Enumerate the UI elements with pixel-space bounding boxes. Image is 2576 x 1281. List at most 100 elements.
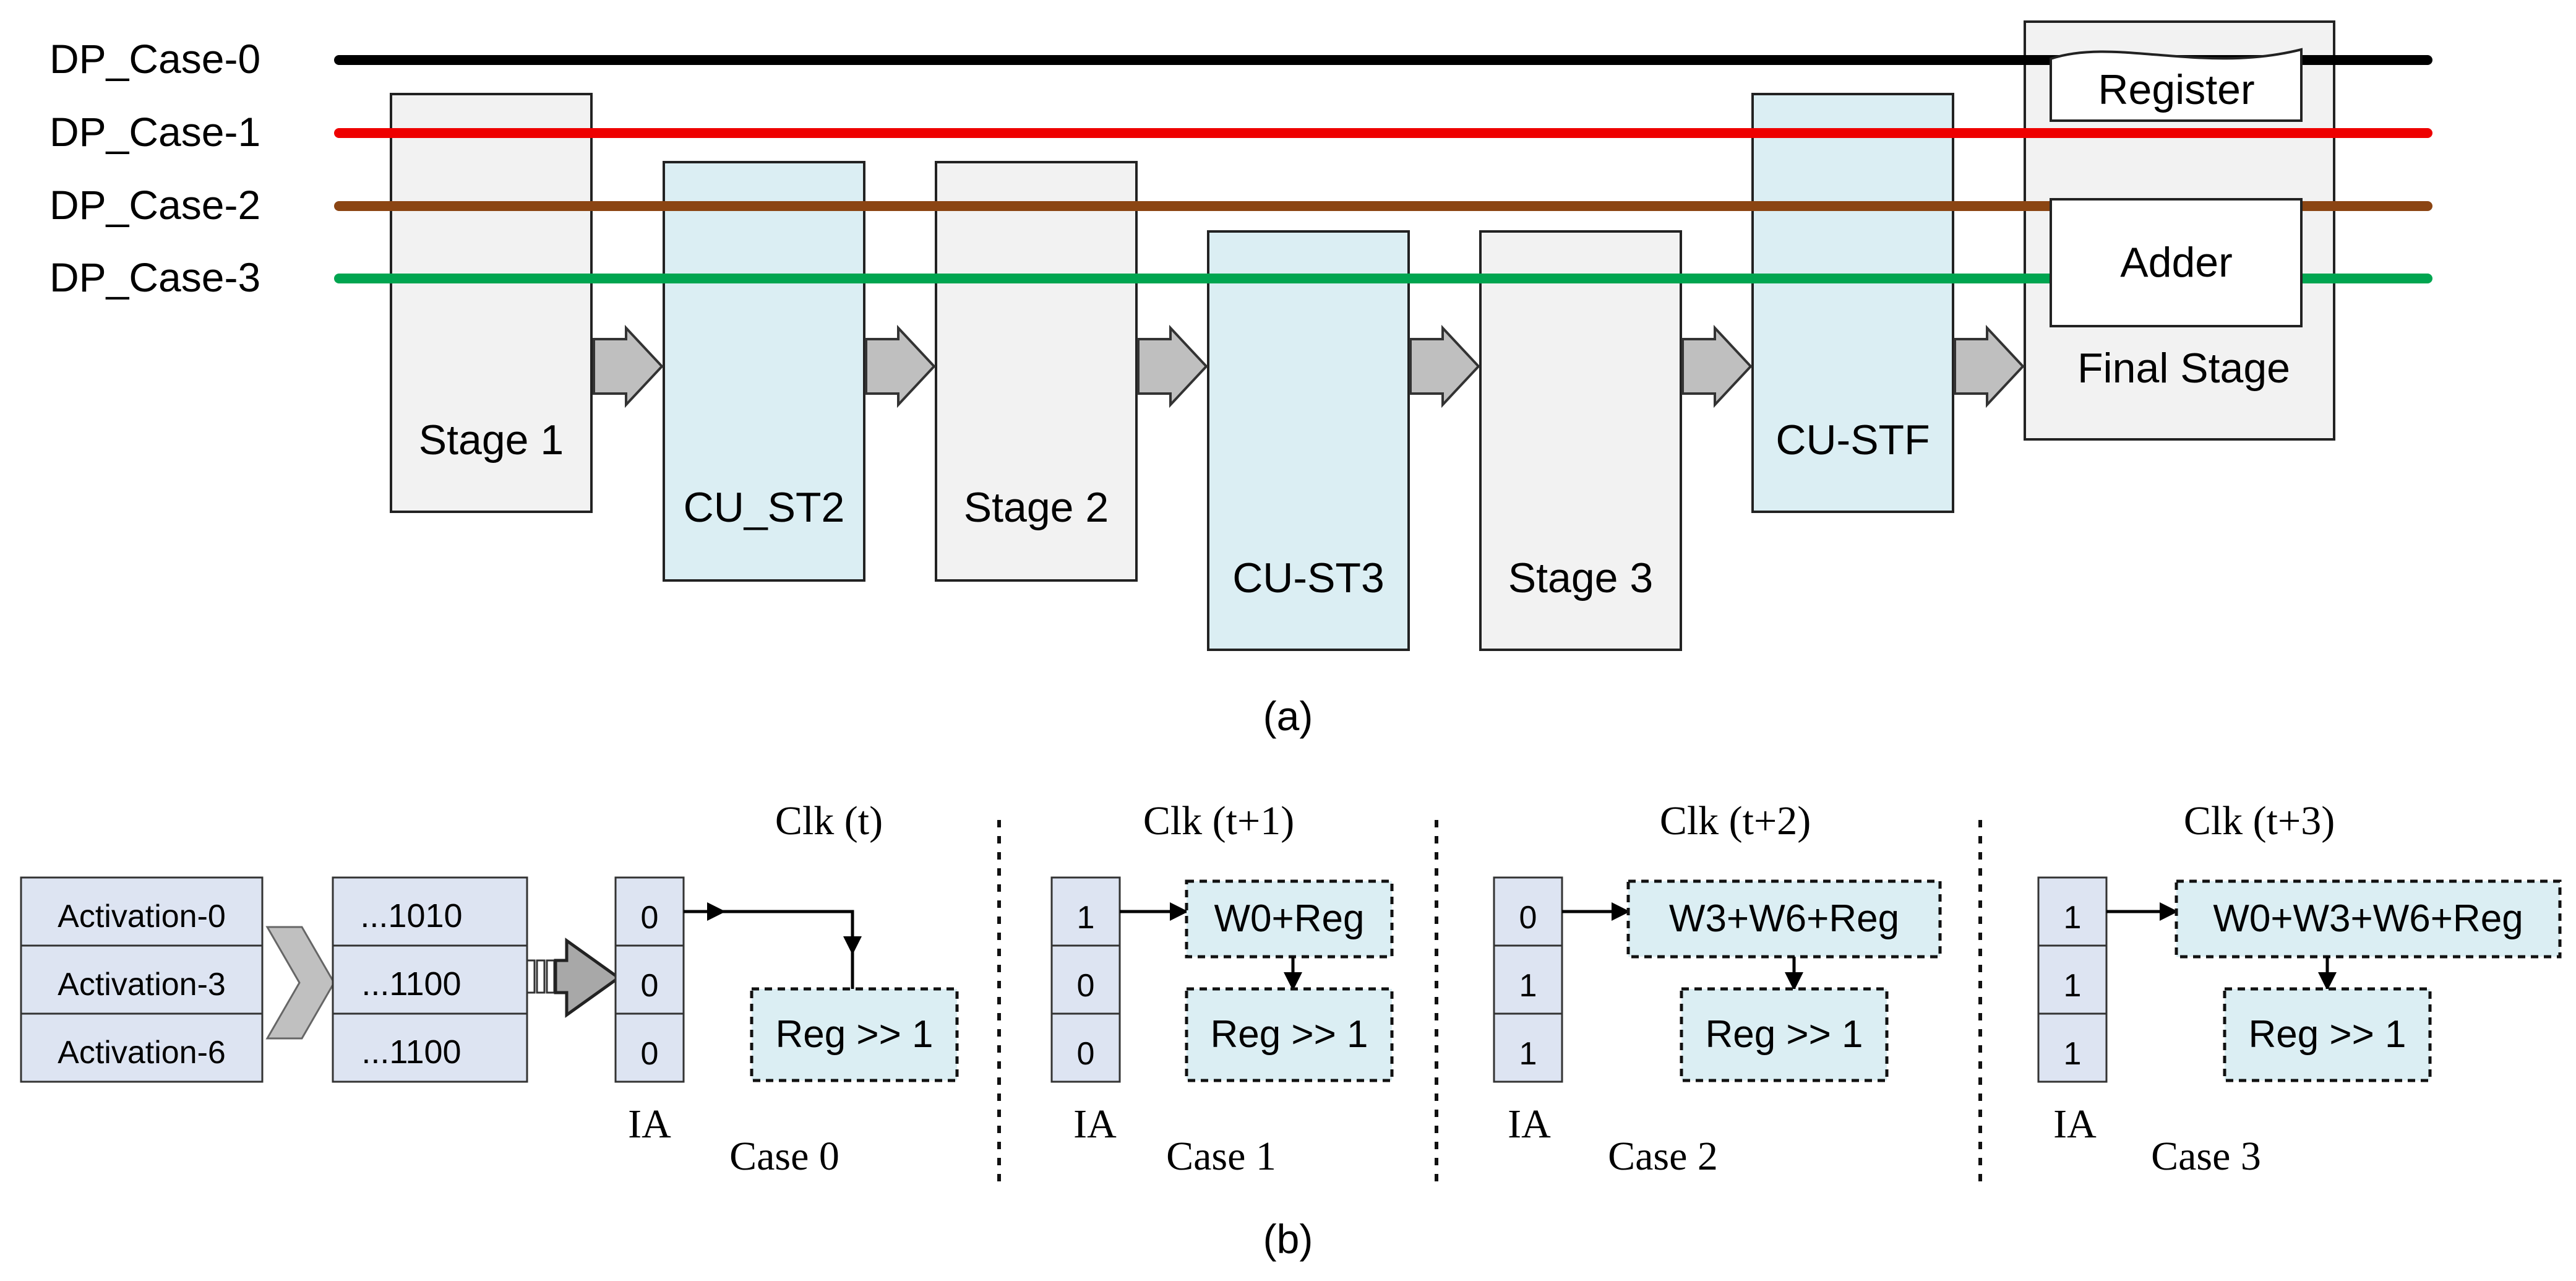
ia-label: IA	[1073, 1102, 1117, 1147]
dp-label-case-2: DP_Case-2	[49, 182, 260, 228]
caption-a: (a)	[1263, 693, 1313, 739]
bitstream-label: ...1010	[360, 897, 462, 934]
ia-cell	[1050, 1012, 1121, 1083]
ia-bit: 0	[641, 968, 659, 1004]
caption-b: (b)	[1263, 1216, 1313, 1262]
final-stage-label: Final Stage	[2077, 345, 2290, 392]
case-label: Case 3	[2151, 1134, 2261, 1179]
shift-op-label: Reg >> 1	[1210, 1013, 1368, 1056]
case-label: Case 2	[1608, 1134, 1718, 1179]
add-op-box	[1626, 879, 1942, 959]
stage3-label: Stage 3	[1508, 554, 1653, 602]
add-op-label: W3+W6+Reg	[1669, 897, 1899, 940]
shift-bit	[536, 959, 546, 994]
ia-bit: 0	[641, 900, 659, 936]
clock-group-t2: Clk (t+2) 0 1 1 IA W3+W6+Reg Reg >> 1 Ca…	[1493, 798, 1942, 1179]
part-b-timing: Activation-0 Activation-3 Activation-6 .…	[20, 798, 2562, 1262]
shift-in-arrow	[554, 938, 622, 1018]
ia-cell	[2037, 1012, 2108, 1083]
dp-label-case-3: DP_Case-3	[49, 254, 260, 300]
cu-st3-box	[1207, 230, 1410, 651]
shift-op-box	[1185, 987, 1394, 1082]
ia-bit: 0	[641, 1036, 659, 1072]
shift-op-box	[750, 987, 959, 1082]
ia-label: IA	[1508, 1102, 1551, 1147]
cu-stf-box	[1751, 93, 1954, 513]
dp-label-case-0: DP_Case-0	[49, 36, 260, 82]
ia-bit: 0	[1077, 1036, 1095, 1072]
clock-label: Clk (t+1)	[1143, 798, 1294, 843]
clock-group-t1: Clk (t+1) 1 0 0 IA W0+Reg Reg >> 1 Case …	[1050, 798, 1394, 1179]
stage1-box	[390, 93, 593, 513]
stage-arrow-3	[1137, 324, 1208, 408]
clock-label: Clk (t)	[775, 798, 883, 843]
add-op-label: W0+W3+W6+Reg	[2213, 897, 2523, 940]
add-op-box	[1185, 879, 1394, 959]
cu-stf-label: CU-STF	[1775, 416, 1930, 464]
add-op-label: W0+Reg	[1214, 897, 1365, 940]
clock-label: Clk (t+3)	[2184, 798, 2335, 843]
case-label: Case 1	[1166, 1134, 1276, 1179]
activation-cell	[20, 876, 264, 947]
bitstream-label: ...1100	[361, 965, 461, 1003]
bitstream-cell	[332, 944, 528, 1015]
chevron-arrow-icon	[265, 926, 335, 1040]
activation-label: Activation-6	[58, 1035, 226, 1071]
ia-cell	[1493, 1012, 1563, 1083]
ia-cell	[1493, 876, 1563, 947]
cu-st3-label: CU-ST3	[1232, 554, 1385, 602]
add-op-box	[2175, 879, 2562, 959]
stage-arrow-4	[1409, 324, 1480, 408]
ia-label: IA	[2053, 1102, 2097, 1147]
register-box	[2050, 48, 2303, 122]
ia-bit: 1	[2064, 968, 2082, 1004]
clock-label: Clk (t+2)	[1660, 798, 1811, 843]
shift-op-box	[2223, 987, 2432, 1082]
stage2-label: Stage 2	[964, 484, 1109, 531]
shift-bit	[526, 959, 536, 994]
ia-bit: 0	[1519, 900, 1537, 936]
shift-op-label: Reg >> 1	[775, 1013, 933, 1056]
clock-group-t: Clk (t) 0 0 0 IA Reg >> 1 Case 0	[614, 798, 959, 1179]
bitstream-cell	[332, 1012, 528, 1083]
ia-cell	[2037, 944, 2108, 1015]
ia-cell	[2037, 876, 2108, 947]
stage-arrow-5	[1681, 324, 1753, 408]
stage2-box	[935, 161, 1138, 582]
ia-bit: 1	[2064, 900, 2082, 936]
activation-label: Activation-3	[58, 967, 226, 1003]
register-label: Register	[2098, 66, 2254, 113]
ia-bit: 1	[1519, 1036, 1537, 1072]
bitstream-cell	[332, 876, 528, 947]
stage1-label: Stage 1	[419, 416, 564, 464]
ia-bit: 1	[1519, 968, 1537, 1004]
ia-label: IA	[628, 1102, 671, 1147]
activation-label: Activation-0	[58, 899, 226, 934]
activation-cell	[20, 944, 264, 1015]
dp-label-case-1: DP_Case-1	[49, 109, 260, 155]
ia-bit: 1	[2064, 1036, 2082, 1072]
case-label: Case 0	[729, 1134, 839, 1179]
cu-st2-box	[663, 161, 865, 582]
stage-arrow-6	[1954, 324, 2025, 408]
adder-label: Adder	[2120, 239, 2232, 286]
cu-st2-label: CU_ST2	[684, 484, 845, 531]
ia-cell	[614, 1012, 685, 1083]
shift-op-label: Reg >> 1	[2248, 1013, 2406, 1056]
stage-arrow-1	[593, 324, 664, 408]
shift-op-box	[1680, 987, 1889, 1082]
activation-cell	[20, 1012, 264, 1083]
clock-group-t3: Clk (t+3) 1 1 1 IA W0+W3+W6+Reg Reg >> 1…	[2037, 798, 2562, 1179]
ia-bit: 1	[1077, 900, 1095, 936]
ia-cell	[1493, 944, 1563, 1015]
shift-op-label: Reg >> 1	[1705, 1013, 1863, 1056]
stage3-box	[1479, 230, 1682, 651]
adder-box	[2050, 198, 2303, 327]
stage-arrow-2	[865, 324, 936, 408]
bitstream-label: ...1100	[361, 1033, 461, 1071]
part-a-datapath: DP_Case-0 DP_Case-1 DP_Case-2 DP_Case-3 …	[49, 20, 2432, 739]
shift-bit	[546, 959, 556, 994]
ia-bit: 0	[1077, 968, 1095, 1004]
signal-wire	[724, 910, 862, 955]
